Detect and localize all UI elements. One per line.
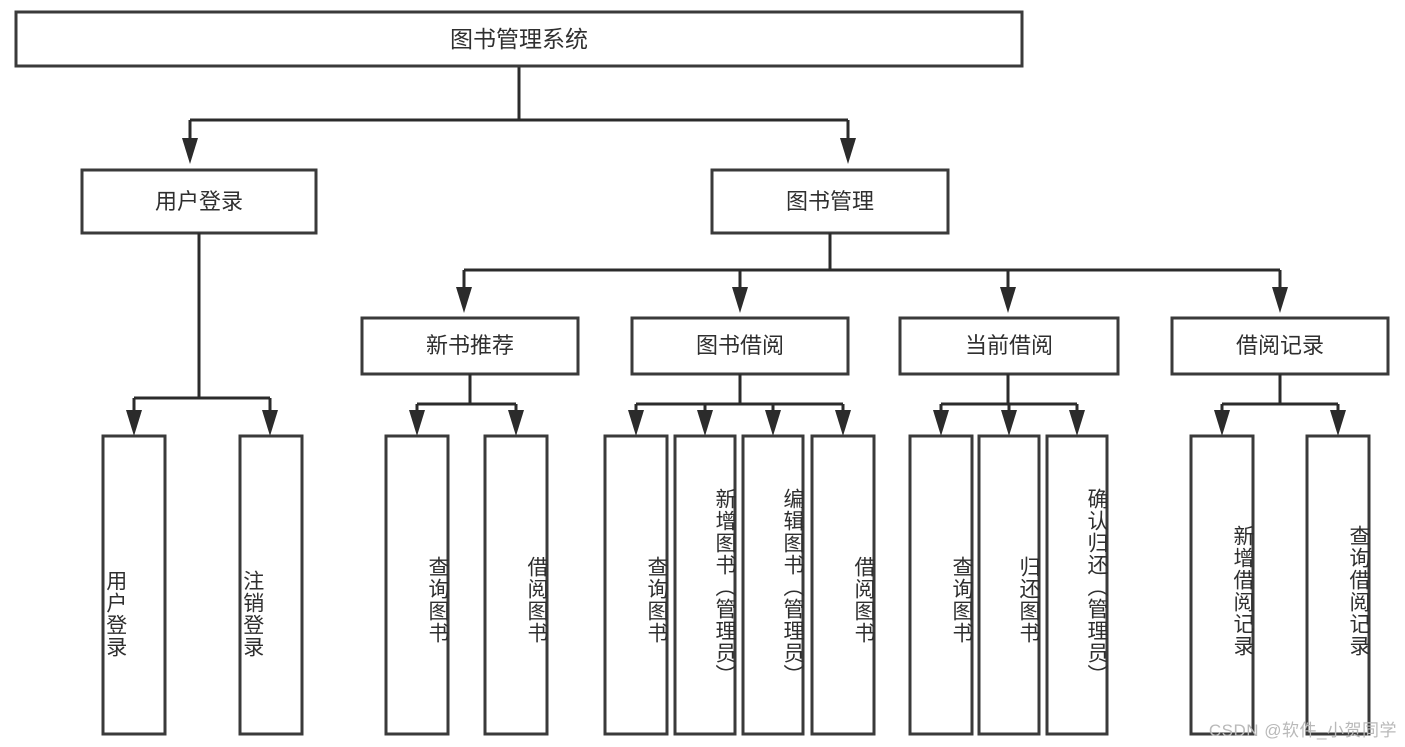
level2-label-current-borrow: 当前借阅 [965, 333, 1053, 358]
arrow-head-icon [1330, 410, 1346, 436]
watermark-text: CSDN @软件_小贺同学 [1208, 721, 1397, 740]
arrow-head-icon [182, 138, 198, 164]
leaf-node-query-book-borrow[interactable] [603, 434, 669, 736]
leaf-node-user-login[interactable] [101, 434, 167, 736]
level1-label-book-management: 图书管理 [786, 189, 874, 214]
arrow-head-icon [1272, 287, 1288, 313]
leaf-node-query-borrow-record[interactable] [1305, 434, 1371, 736]
arrow-head-icon [508, 410, 524, 436]
connector-root-to-level1 [182, 66, 856, 164]
root-label: 图书管理系统 [450, 26, 588, 52]
leaf-node-query-book-recommend[interactable] [384, 434, 450, 736]
node-current-borrow[interactable] [898, 316, 1120, 376]
leaf-node-confirm-return-admin[interactable] [1045, 434, 1109, 736]
level1-label-user-login: 用户登录 [155, 189, 243, 214]
level2-label-book-borrow: 图书借阅 [696, 333, 784, 358]
node-root[interactable] [14, 10, 1024, 68]
arrow-head-icon [933, 410, 949, 436]
arrow-head-icon [732, 287, 748, 313]
arrow-head-icon [1001, 410, 1017, 436]
leaf-node-query-book-current[interactable] [908, 434, 974, 736]
leaf-node-return-book[interactable] [977, 434, 1041, 736]
arrow-head-icon [1000, 287, 1016, 313]
arrow-head-icon [262, 410, 278, 436]
leaf-node-borrow-book[interactable] [810, 434, 876, 736]
arrow-head-icon [456, 287, 472, 313]
node-user-login[interactable] [80, 168, 318, 235]
leaf-node-add-borrow-record[interactable] [1189, 434, 1255, 736]
arrow-head-icon [835, 410, 851, 436]
connector-userlogin-to-leaves [126, 233, 278, 436]
connector-currentborrow-to-leaves [933, 374, 1085, 436]
arrow-head-icon [126, 410, 142, 436]
level2-label-new-book-recommend: 新书推荐 [426, 333, 514, 358]
leaf-node-borrow-book-recommend[interactable] [483, 434, 549, 736]
level2-label-borrow-record: 借阅记录 [1236, 333, 1324, 358]
connector-newbook-to-leaves [409, 374, 524, 436]
arrow-head-icon [1214, 410, 1230, 436]
arrow-head-icon [765, 410, 781, 436]
arrow-head-icon [628, 410, 644, 436]
connector-borrowrecord-to-leaves [1214, 374, 1346, 436]
leaf-node-add-book-admin[interactable] [673, 434, 737, 736]
leaf-node-edit-book-admin[interactable] [741, 434, 805, 736]
connector-bookborrow-to-leaves [628, 374, 851, 436]
connector-bookmgmt-to-level2 [456, 233, 1288, 313]
arrow-head-icon [409, 410, 425, 436]
node-new-book-recommend[interactable] [360, 316, 580, 376]
arrow-head-icon [697, 410, 713, 436]
leaf-node-logout[interactable] [238, 434, 304, 736]
arrow-head-icon [840, 138, 856, 164]
arrow-head-icon [1069, 410, 1085, 436]
